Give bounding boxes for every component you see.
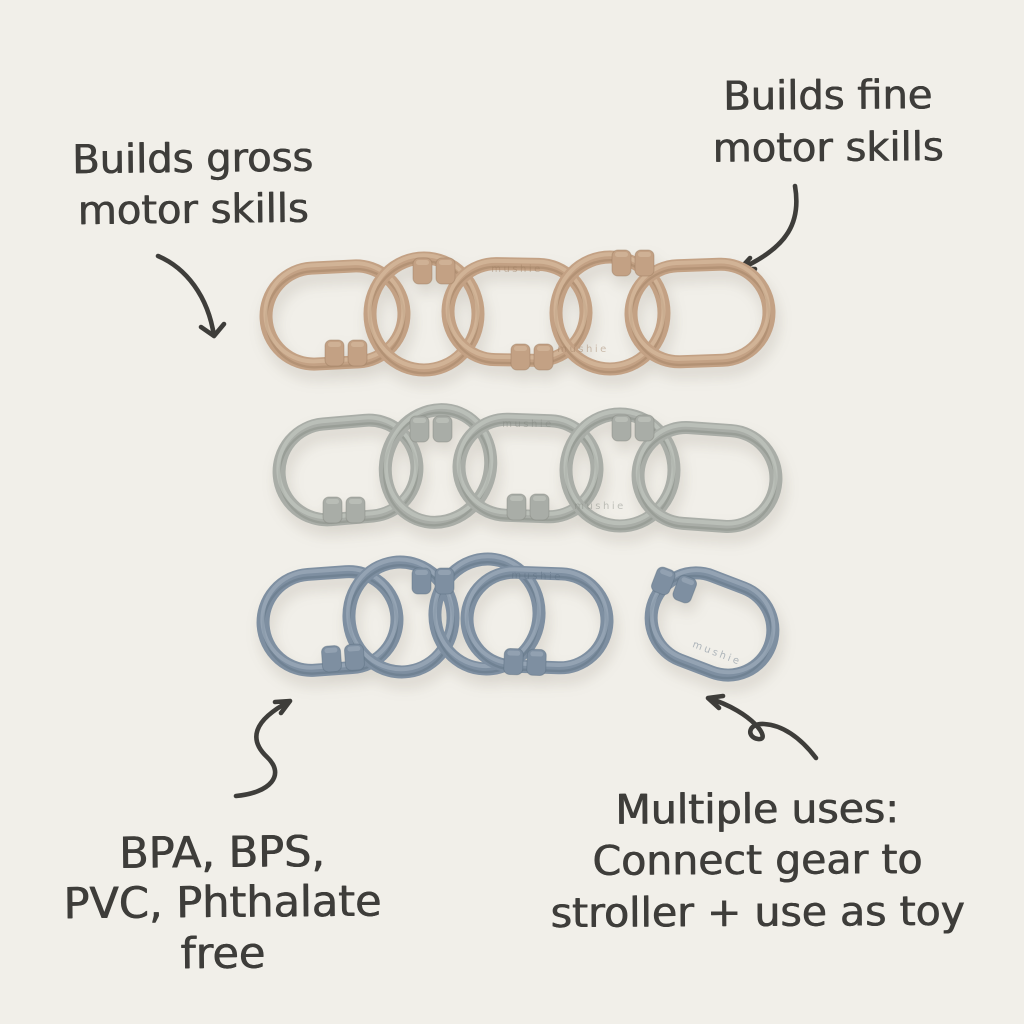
link-clasp (409, 415, 453, 443)
curved-arrow-icon (737, 183, 799, 272)
chain-link-ring (428, 552, 546, 676)
link-clasp (411, 567, 455, 595)
link-clasp (650, 566, 698, 604)
link-clasp (503, 647, 547, 677)
brand-embossing: mushie (491, 264, 543, 275)
chain-link-capsule (631, 421, 783, 533)
link-clasp (611, 414, 655, 442)
loose-link (644, 566, 780, 682)
chain-link-ring (342, 555, 460, 679)
brand-embossing: mushie (574, 501, 626, 512)
chain-link-ring (559, 407, 681, 533)
link-clasp (324, 339, 368, 367)
loop-arrow-icon (705, 693, 819, 761)
curved-arrow-icon (155, 253, 227, 339)
chain-link-ring (378, 403, 498, 529)
chain-link-ring (549, 250, 671, 376)
link-clasp (322, 496, 366, 524)
chain-row-sage: mushie mushie (272, 403, 783, 533)
chain-link-capsule (624, 257, 776, 369)
chain-row-tan: mushie mushie (259, 249, 776, 377)
brand-embossing: mushie (502, 419, 554, 430)
brand-embossing: mushie (557, 344, 609, 355)
link-clasp (506, 493, 550, 521)
link-clasp (611, 249, 655, 277)
link-clasp (412, 257, 456, 285)
link-clasp (321, 643, 365, 673)
chain-link-capsule (256, 565, 404, 677)
brand-embossing: mushie (511, 570, 563, 583)
s-curve-arrow-icon (233, 698, 293, 799)
link-clasp (510, 343, 554, 371)
